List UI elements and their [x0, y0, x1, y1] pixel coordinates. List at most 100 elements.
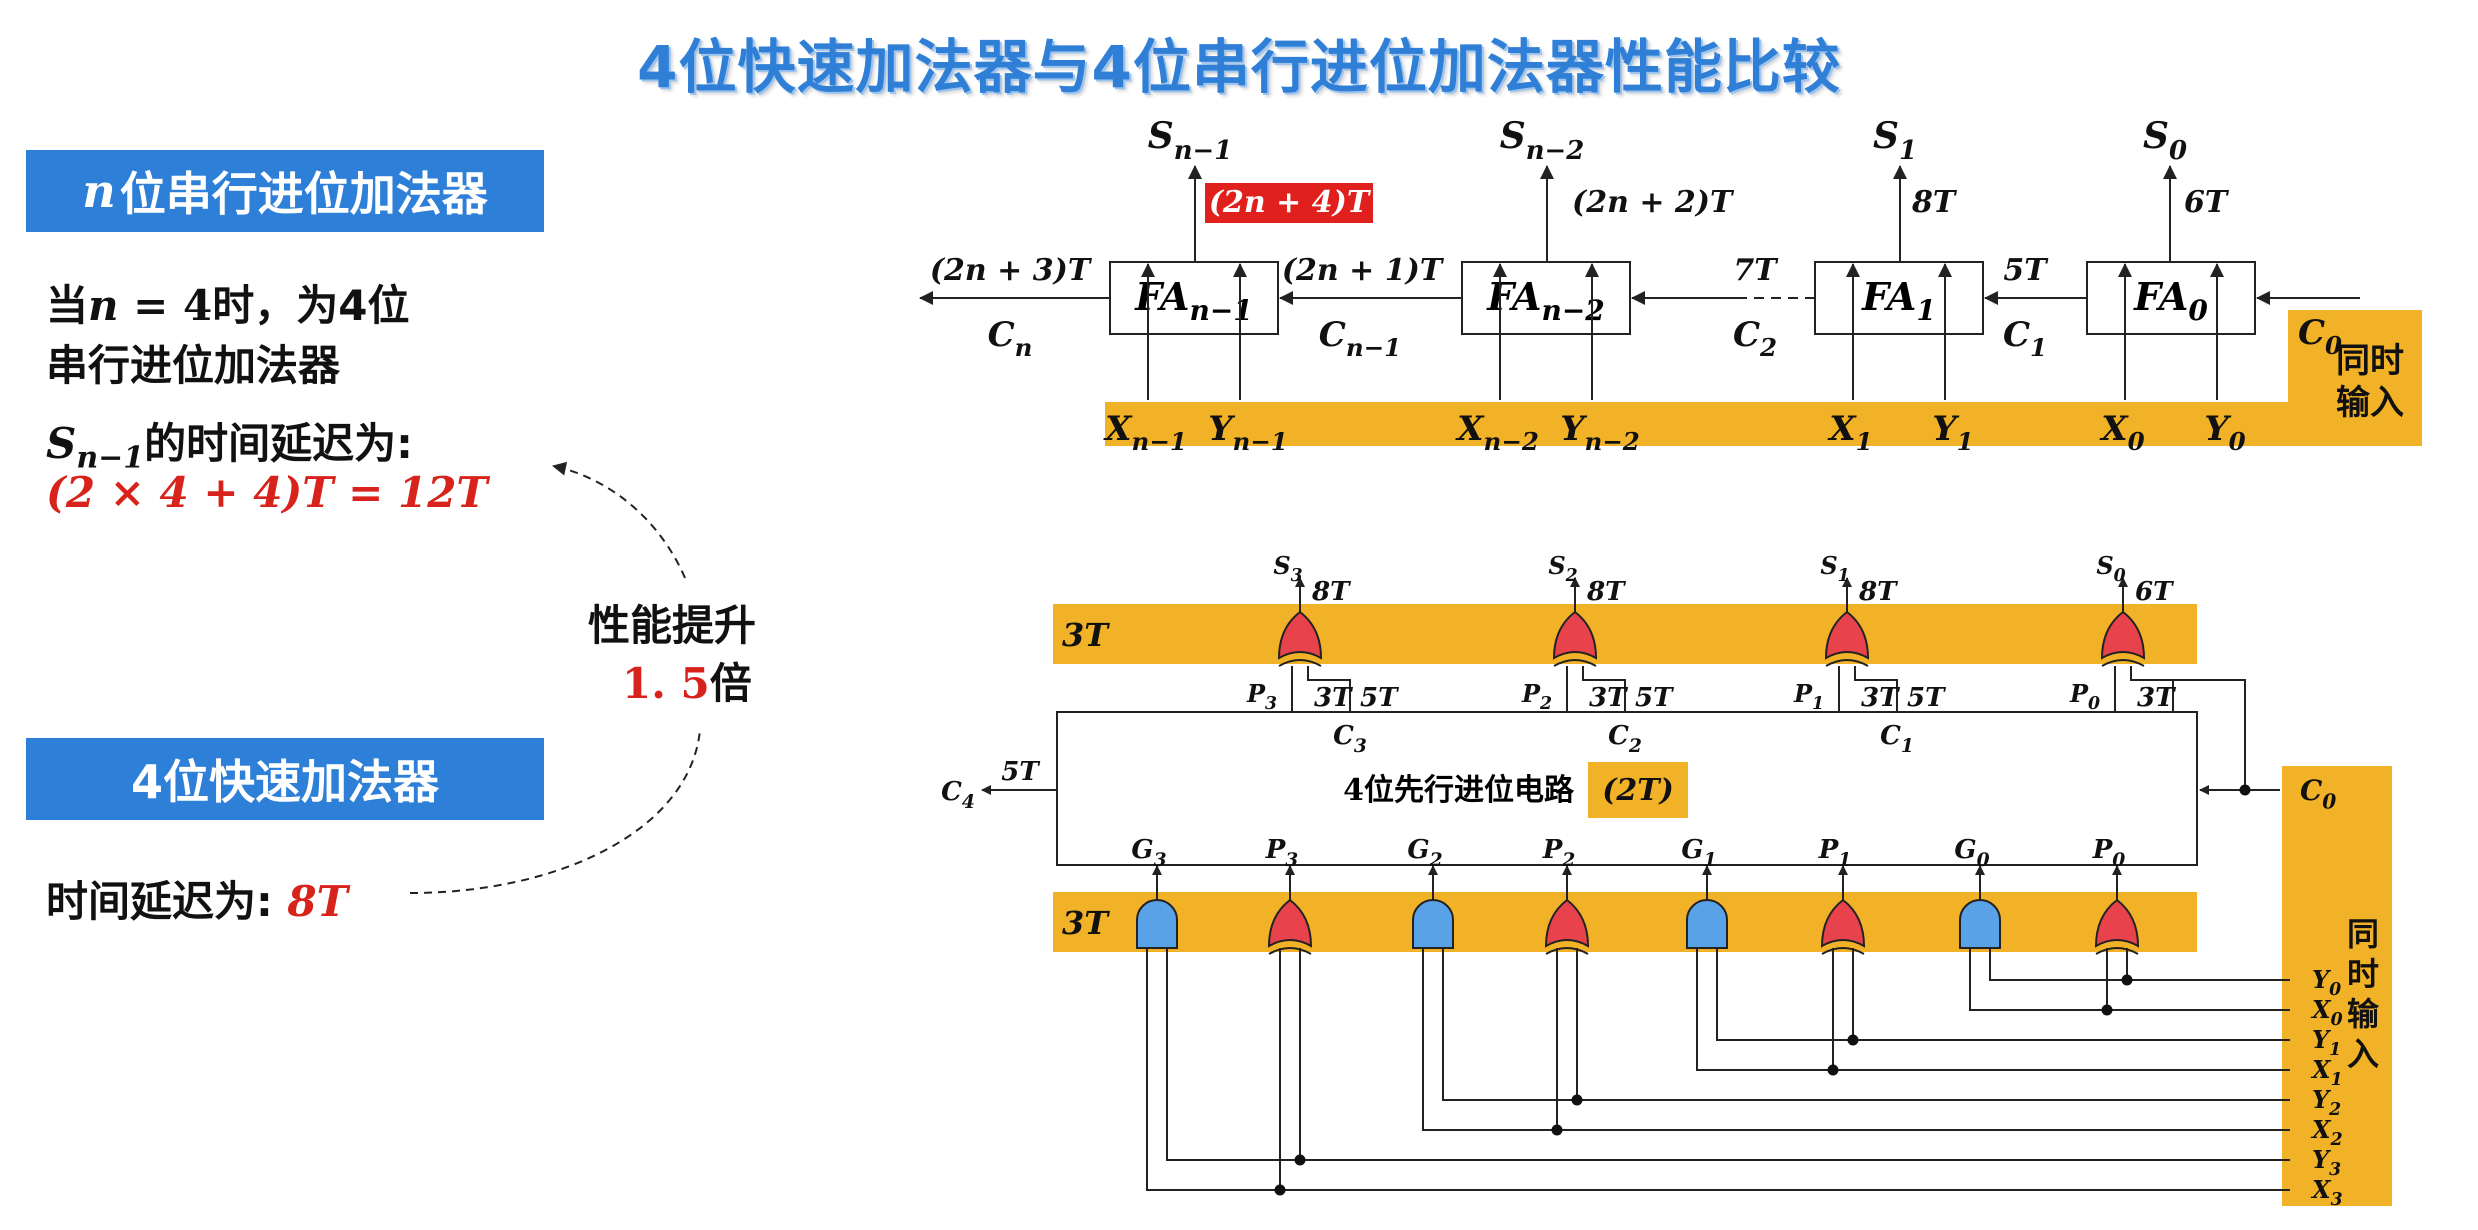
cla-gate-band	[1053, 892, 2197, 952]
cla-c0-label: C0	[2300, 774, 2336, 813]
fast-adder-banner: 4位快速加法器	[26, 738, 544, 820]
cla-input-label-5: X2	[2310, 1115, 2343, 1150]
when-eq: = 4	[118, 281, 213, 330]
cla-sum-label-0: S3	[1273, 551, 1302, 586]
cla-x-branch-2	[1422, 948, 1557, 1131]
ripple-carry-delay-3: 5T	[2003, 253, 2049, 288]
junction-dot	[1571, 1094, 1583, 1106]
cla-p-delay-1: 3T	[1589, 683, 1628, 713]
cla-c-label-1: C2	[1608, 721, 1642, 757]
cla-block-delay-bg	[1588, 762, 1688, 818]
cla-simul-label-2: 输	[2347, 995, 2380, 1033]
cla-p-xor-5-arc	[1821, 947, 1865, 955]
cla-p-xor-5	[1820, 898, 1866, 955]
cla-p-delay-0: 3T	[1314, 683, 1353, 713]
cla-sum-xor-0-body	[1277, 610, 1323, 660]
cla-sum-label-1: S2	[1548, 551, 1577, 586]
junction-dot	[1294, 1154, 1306, 1166]
delay-s-sub: n−1	[76, 440, 145, 476]
cla-p-xor-1-arc	[1268, 947, 1312, 955]
cla-gp-label-4: G1	[1681, 835, 1716, 871]
cla-gp-label-2: G2	[1407, 835, 1442, 871]
cla-p-xor-3	[1544, 898, 1590, 955]
cla-p-xor-7-arc	[2095, 947, 2139, 955]
ripple-cell-3	[2086, 261, 2256, 335]
cla-sum-xor-0-arc	[1278, 659, 1322, 667]
cla-sum-xor-2-body	[1824, 610, 1870, 660]
ripple-x-label-3: X0	[2099, 409, 2144, 456]
cla-c-delay-0: 5T	[1360, 683, 1399, 713]
cla-c-label-0: C3	[1333, 721, 1367, 757]
cla-sum-delay-2: 8T	[1858, 577, 1898, 607]
perf-unit: 倍	[709, 659, 752, 708]
fast-delay-value: 8T	[287, 877, 348, 926]
cla-block-delay: (2T)	[1602, 773, 1674, 808]
cla-sum-delay-3: 6T	[2135, 577, 2174, 607]
cla-sum-xor-3-arc	[2101, 659, 2145, 667]
cla-y-wire-0	[2126, 948, 2290, 981]
cla-c-label-2: C1	[1880, 721, 1914, 757]
ripple-input-band	[1105, 402, 2422, 446]
cla-x-branch-1	[1696, 948, 1833, 1071]
cla-p-label-3: P0	[2069, 679, 2100, 714]
perf-value: 1. 5	[622, 659, 710, 708]
ripple-x-label-0: Xn−1	[1103, 409, 1187, 456]
cla-c-delay-1: 5T	[1635, 683, 1674, 713]
cla-y-wire-2	[1576, 948, 2290, 1101]
cla-c-wire-2	[1854, 666, 1898, 712]
ripple-sum-delay-3: 6T	[2184, 185, 2230, 220]
cla-input-band	[2282, 766, 2392, 1206]
cla-gp-label-6: G0	[1954, 835, 1989, 871]
junction-dot	[1847, 1034, 1859, 1046]
cla-input-label-6: Y3	[2312, 1145, 2341, 1180]
cla-p-xor-3-arc	[1545, 947, 1589, 955]
cla-c-delay-2: 5T	[1907, 683, 1946, 713]
cla-simul-label-1: 时	[2347, 955, 2379, 993]
cla-xor-band-label: 3T	[1062, 616, 1110, 654]
cla-g-and-4	[1686, 899, 1728, 949]
cla-p-xor-1	[1267, 898, 1313, 955]
ripple-simul-label-2: 输入	[2336, 383, 2404, 423]
cla-g-and-0	[1136, 899, 1178, 949]
cla-input-label-3: X1	[2310, 1055, 2343, 1090]
banner-var: n	[82, 164, 116, 218]
delay-formula: (2 × 4 + 4)T = 12T	[46, 468, 488, 517]
cla-p-xor-7	[2094, 898, 2140, 955]
delay-s-var: S	[46, 419, 77, 468]
ripple-c0-band	[2288, 310, 2422, 446]
cla-gp-label-0: G3	[1131, 835, 1166, 871]
cla-sum-xor-1	[1552, 610, 1598, 667]
cla-gp-label-7: P0	[2092, 835, 2126, 871]
cla-sum-xor-1-body	[1552, 610, 1598, 660]
cla-input-label-0: Y0	[2312, 965, 2341, 1000]
cla-sum-label-2: S1	[1820, 551, 1849, 586]
cla-y-wire-1	[1852, 948, 2290, 1041]
ripple-sum-label-3: S0	[2143, 115, 2187, 166]
cla-c-wire-0	[1307, 666, 1351, 712]
cla-gate-band-label: 3T	[1062, 904, 1110, 942]
ripple-sum-delay-0: (2n + 4)T	[1209, 185, 1372, 220]
ripple-cell-1	[1461, 261, 1631, 335]
cla-p-delay-2: 3T	[1861, 683, 1900, 713]
ripple-carry-delay-0: (2n + 3)T	[930, 253, 1093, 288]
cla-g-and-6	[1959, 899, 2001, 949]
when-prefix: 当	[46, 281, 89, 330]
ripple-sum-label-1: Sn−2	[1500, 115, 1585, 166]
cla-sum-xor-3	[2100, 610, 2146, 667]
fast-delay-label: 时间延迟为:	[46, 877, 288, 926]
junction-dot	[2121, 974, 2133, 986]
ripple-y-label-1: Yn−2	[1560, 409, 1640, 456]
cla-block-label: 4位先行进位电路	[1343, 773, 1575, 808]
ripple-carry-label-2: C2	[1733, 315, 1777, 362]
ripple-sum-label-0: Sn−1	[1148, 115, 1233, 166]
cla-sum-xor-2-arc	[1825, 659, 1869, 667]
cla-p-delay-3: 3T	[2137, 683, 2176, 713]
cla-y-branch-3	[1166, 948, 1300, 1161]
cla-sum-xor-2	[1824, 610, 1870, 667]
ripple-cell-label-3: FA0	[2133, 274, 2208, 327]
ripple-x-label-1: Xn−2	[1455, 409, 1539, 456]
cla-p-label-0: P3	[1246, 679, 1277, 714]
cla-sum-delay-0: 8T	[1311, 577, 1351, 607]
cla-p-label-1: P2	[1521, 679, 1552, 714]
cla-sum-label-3: S0	[2096, 551, 2125, 586]
